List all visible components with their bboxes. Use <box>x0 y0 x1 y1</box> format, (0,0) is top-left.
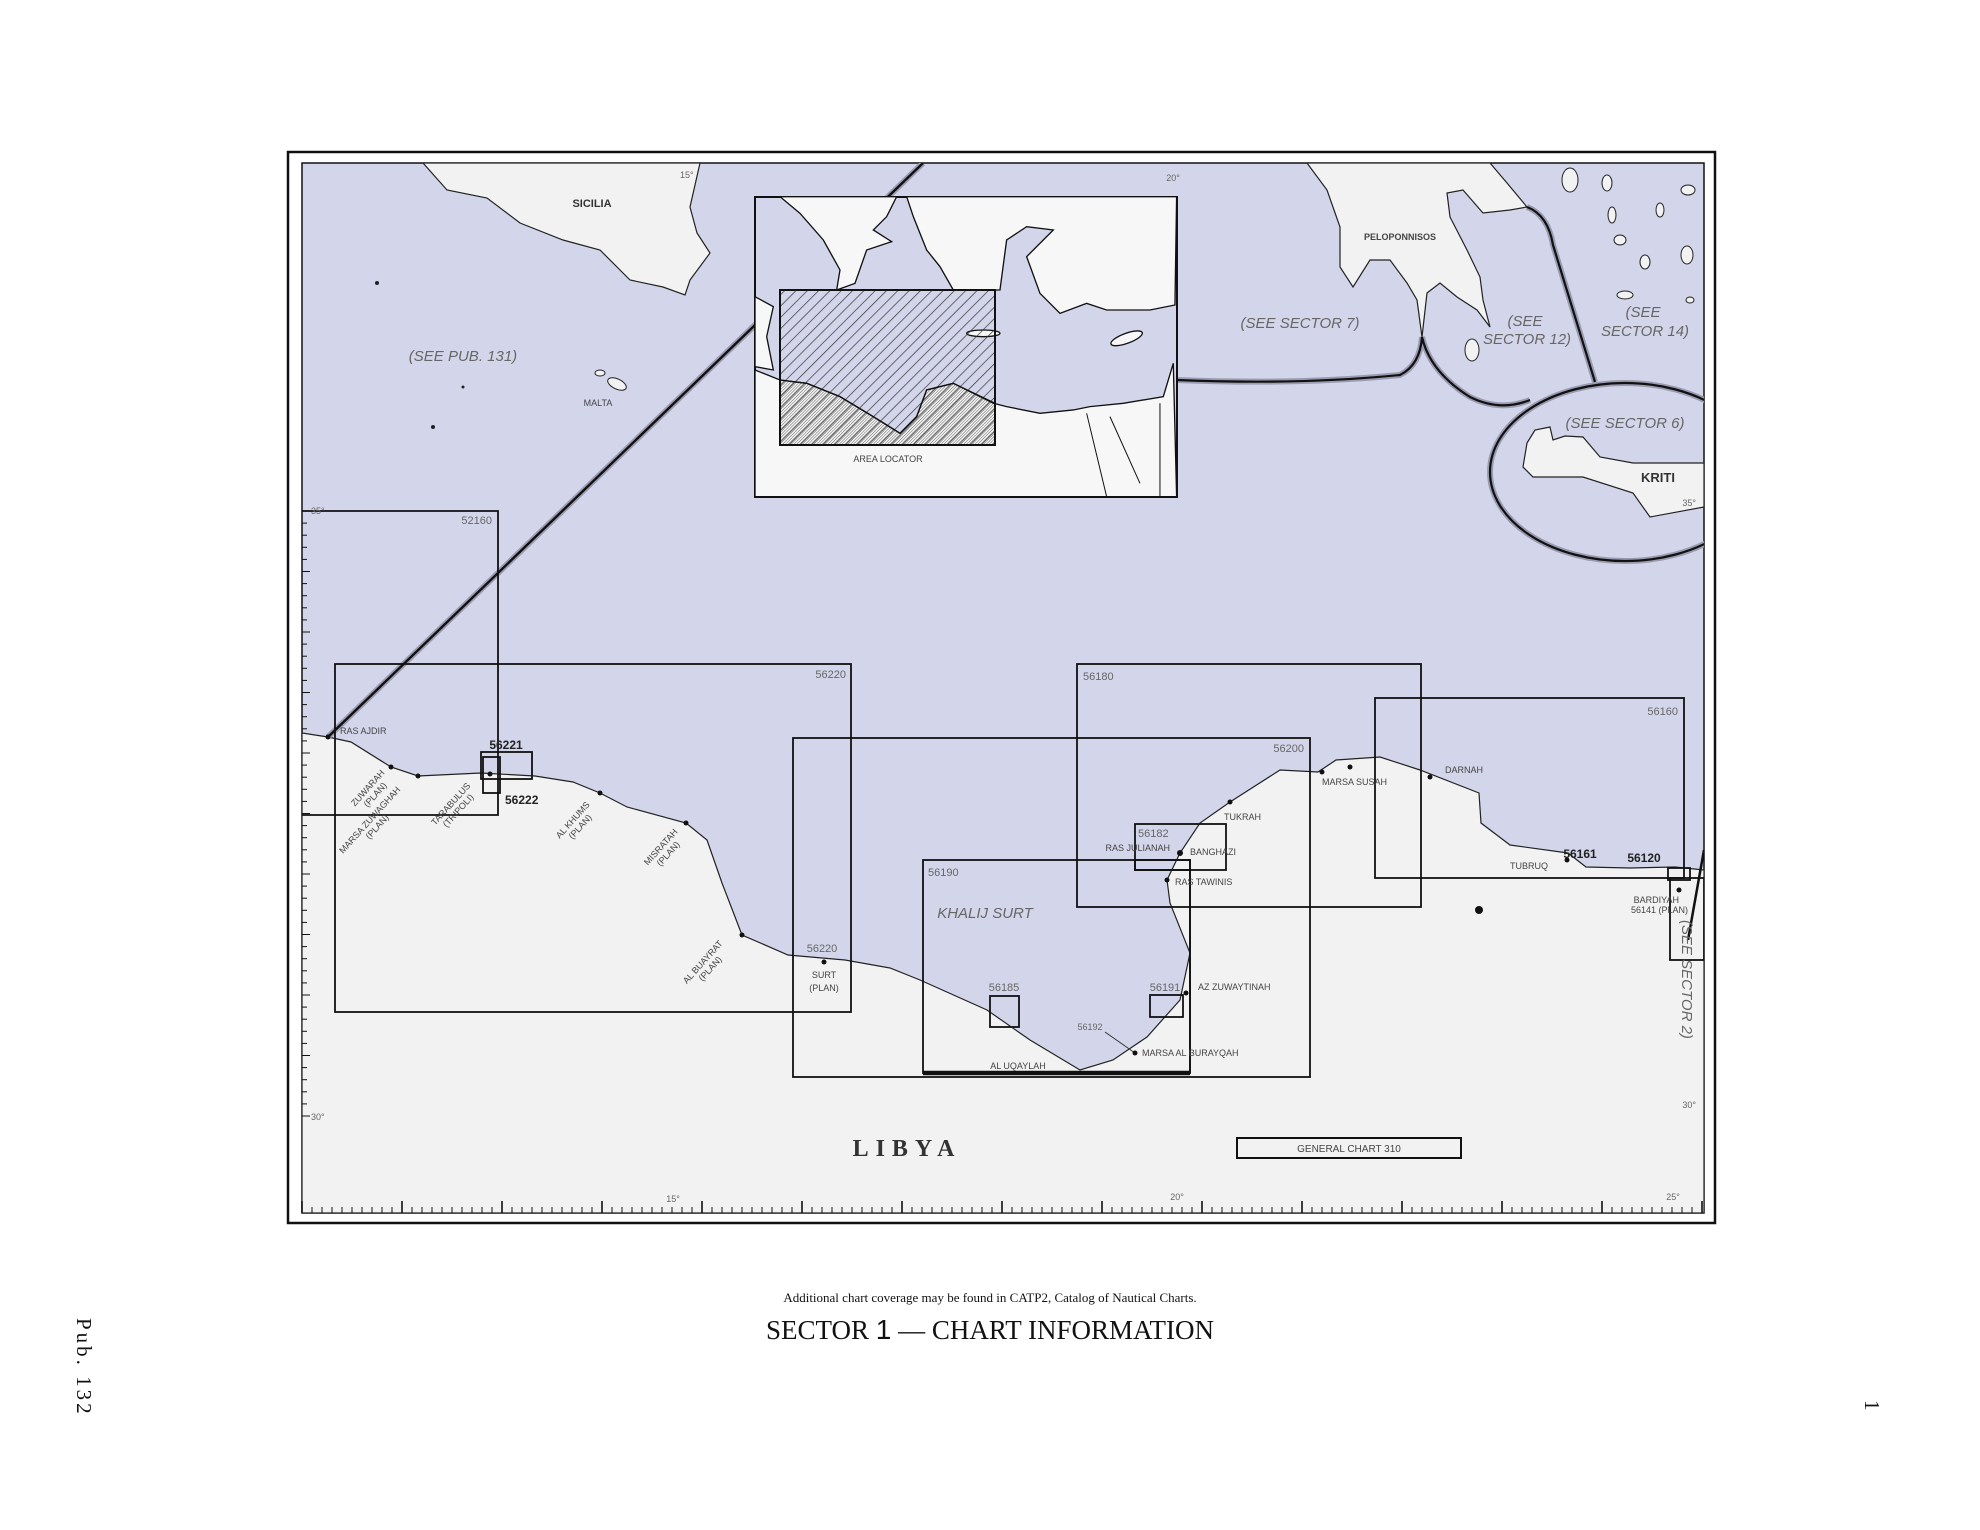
area-locator-label: AREA LOCATOR <box>853 454 923 464</box>
sicilia-land <box>422 163 711 296</box>
leader-56192 <box>1104 1031 1136 1054</box>
place-tukrah: TUKRAH <box>1224 812 1261 822</box>
chart-label-56190[interactable]: 56190 <box>928 867 959 879</box>
label-peloponnisos: PELOPONNISOS <box>1364 232 1436 242</box>
publication-label: Pub. 132 <box>72 1318 96 1417</box>
chart-label-56220[interactable]: 56220 <box>815 669 846 681</box>
peloponnisos-land <box>1306 163 1529 338</box>
deg-top-15: 15° <box>680 170 694 180</box>
ref-sector2: (SEE SECTOR 2) <box>1678 920 1695 1039</box>
chart-label-56180[interactable]: 56180 <box>1083 671 1114 683</box>
deg-right-35: 35° <box>1682 498 1696 508</box>
chart-box-56221[interactable] <box>480 751 533 780</box>
graticule-ticks <box>301 510 1703 1213</box>
deg-bottom-25: 25° <box>1666 1192 1680 1202</box>
chart-label-56120[interactable]: 56120 <box>1627 851 1661 865</box>
place-bardiyah: BARDIYAH <box>1634 895 1679 905</box>
label-malta: MALTA <box>584 398 613 408</box>
islet <box>375 281 379 285</box>
chart-label-56222[interactable]: 56222 <box>505 793 539 807</box>
title-suffix: — CHART INFORMATION <box>891 1315 1214 1345</box>
chart-label-56192[interactable]: 56192 <box>1077 1022 1102 1032</box>
place-marsa-susah: MARSA SUSAH <box>1322 777 1387 787</box>
place-tubruq: TUBRUQ <box>1510 861 1548 871</box>
chart-coverage-note: Additional chart coverage may be found i… <box>783 1290 1197 1305</box>
aegean-islands <box>1561 167 1696 304</box>
label-khalij-surt: KHALIJ SURT <box>937 905 1034 922</box>
general-chart-label: GENERAL CHART 310 <box>1297 1144 1401 1155</box>
chart-box-56191[interactable] <box>1149 994 1184 1018</box>
chart-box-56222[interactable] <box>482 756 501 794</box>
chart-box-52160[interactable] <box>302 510 499 816</box>
title-prefix: SECTOR <box>765 1315 876 1345</box>
chart-label-56185[interactable]: 56185 <box>989 982 1020 994</box>
deg-left-35: 35° <box>311 506 325 516</box>
deg-top-20: 20° <box>1166 173 1180 183</box>
libya-land <box>302 732 1704 1213</box>
title-sector-number: 1 <box>875 1314 892 1345</box>
deg-bottom-20: 20° <box>1170 1192 1184 1202</box>
label-libya: LIBYA <box>853 1136 962 1162</box>
deg-left-30: 30° <box>311 1112 325 1122</box>
port-markers <box>325 734 1682 1056</box>
general-chart-box <box>1236 1137 1462 1159</box>
chart-label-56200[interactable]: 56200 <box>1273 743 1304 755</box>
label-sicilia: SICILIA <box>572 198 611 210</box>
chart-label-56191[interactable]: 56191 <box>1150 982 1181 994</box>
chart-label-52160[interactable]: 52160 <box>461 515 492 527</box>
kriti-land <box>1522 426 1704 518</box>
chart-box-56180[interactable] <box>1076 663 1422 908</box>
kythira-island <box>1464 338 1480 362</box>
chart-box-56185[interactable] <box>989 995 1020 1028</box>
ref-sector7: (SEE SECTOR 7) <box>1241 315 1360 332</box>
place-az-zuwaytinah: AZ ZUWAYTINAH <box>1198 982 1271 992</box>
page-number: 1 <box>1860 1400 1884 1411</box>
chart-label-56141[interactable]: 56141 (PLAN) <box>1631 905 1688 915</box>
chart-label-56182[interactable]: 56182 <box>1138 828 1169 840</box>
page-title: SECTOR 1 — CHART INFORMATION <box>0 1314 1980 1346</box>
chart-box-sector2 <box>1669 877 1704 961</box>
place-marsa-al-buraygah: MARSA AL BURAYQAH <box>1142 1048 1239 1058</box>
chart-box-56160[interactable] <box>1374 697 1685 879</box>
deg-bottom-15: 15° <box>666 1194 680 1204</box>
sector-boundaries <box>1176 204 1704 941</box>
chart-box-56182-inner <box>1134 859 1191 871</box>
label-kriti: KRITI <box>1641 470 1675 485</box>
place-ras-ajdir: RAS AJDIR <box>340 726 387 736</box>
ref-sector6: (SEE SECTOR 6) <box>1566 415 1685 432</box>
gozo-island <box>594 369 606 377</box>
place-ras-julianah: RAS JULIANAH <box>1105 843 1170 853</box>
place-al-uqaylah: AL UQAYLAH <box>990 1061 1046 1071</box>
chart-label-56220-surt[interactable]: 56220 <box>807 943 838 955</box>
deg-right-30: 30° <box>1682 1100 1696 1110</box>
islet <box>461 385 465 389</box>
chart-label-56221[interactable]: 56221 <box>489 738 523 752</box>
islet <box>431 425 435 429</box>
area-locator-inset: AREA LOCATOR <box>754 195 1178 498</box>
place-banghazi: BANGHAZI <box>1190 847 1236 857</box>
ref-pub131: (SEE PUB. 131) <box>409 348 517 365</box>
chart-label-56160[interactable]: 56160 <box>1647 706 1678 718</box>
place-surt: SURT(PLAN) <box>809 970 839 993</box>
chart-box-56120[interactable] <box>1667 867 1691 881</box>
place-ras-tawinis: RAS TAWINIS <box>1175 877 1232 887</box>
chart-label-56161[interactable]: 56161 <box>1563 847 1597 861</box>
place-darnah: DARNAH <box>1445 765 1483 775</box>
malta-island <box>607 377 627 391</box>
chart-box-56220[interactable] <box>334 663 852 1013</box>
